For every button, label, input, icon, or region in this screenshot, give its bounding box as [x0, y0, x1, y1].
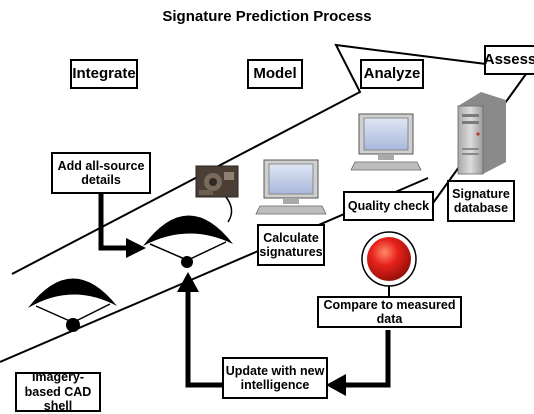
stage-integrate: Integrate — [70, 59, 138, 89]
arrow-compare-to-update — [344, 330, 391, 388]
arrow-update-to-model — [185, 290, 222, 388]
status-light-icon — [361, 231, 417, 296]
parachute-icon — [28, 278, 117, 332]
computer-icon — [255, 159, 327, 215]
step-calculate-signatures: Calculate signatures — [257, 224, 325, 266]
step-imagery-cad: Imagery-based CAD shell — [15, 370, 101, 413]
page-title: Signature Prediction Process — [162, 8, 372, 25]
step-quality-check: Quality check — [343, 191, 434, 221]
photo-thumbnail — [195, 165, 239, 223]
step-update-intelligence: Update with new intelligence — [222, 357, 328, 399]
arrowhead-right — [126, 238, 146, 258]
arrowhead-left — [326, 374, 346, 396]
step-signature-database: Signature database — [447, 180, 515, 222]
step-add-details: Add all-source details — [51, 152, 151, 194]
flow-arrows — [98, 192, 391, 388]
step-compare-measured: Compare to measured data — [317, 296, 462, 328]
stage-model: Model — [247, 59, 303, 89]
separator-upper — [11, 43, 487, 275]
stage-assess: Assess — [484, 45, 534, 75]
server-icon — [457, 92, 506, 175]
arrow-details-to-model — [98, 192, 128, 251]
arrowheads — [126, 238, 346, 396]
computer-icon — [350, 113, 422, 171]
stage-analyze: Analyze — [360, 59, 424, 89]
parachute-icon — [143, 215, 233, 268]
arrowhead-up — [177, 272, 199, 292]
